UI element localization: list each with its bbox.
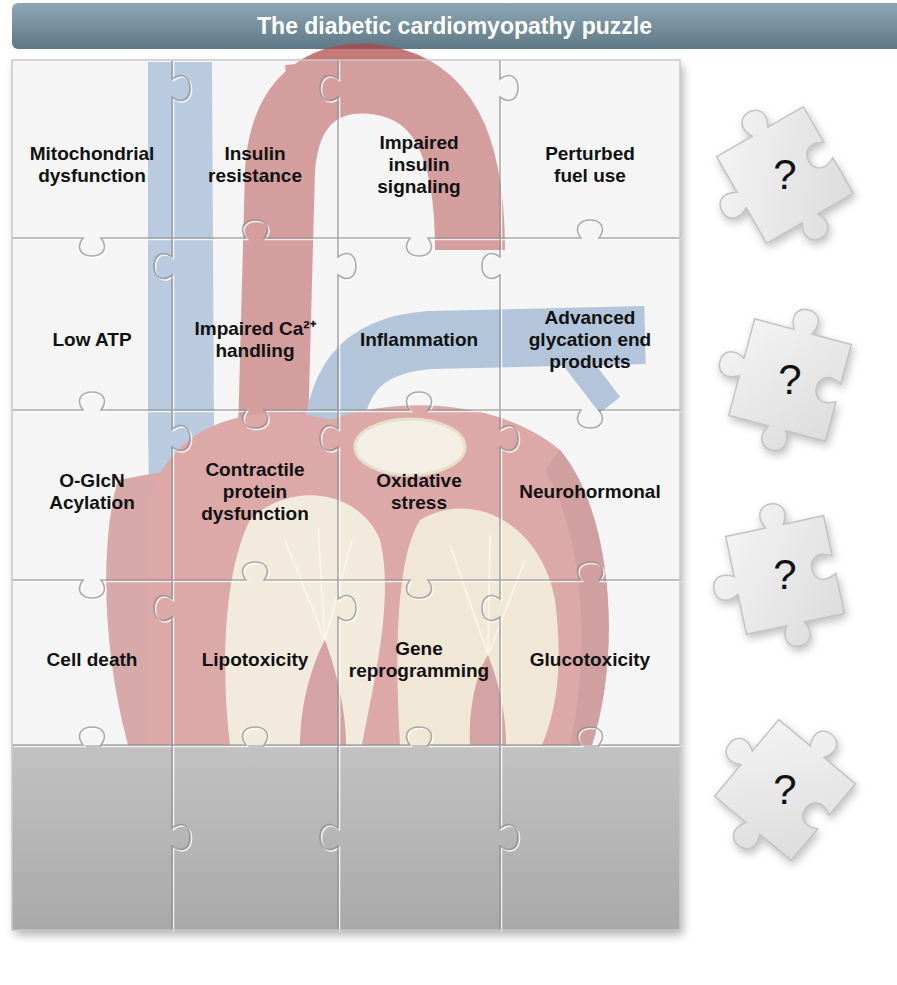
question-mark: ?	[700, 90, 870, 260]
piece-edge-highlight	[14, 62, 682, 932]
piece-label: Cell death	[27, 649, 157, 671]
empty-row	[12, 745, 680, 930]
piece-label: Low ATP	[37, 329, 147, 351]
piece-label: Neurohormonal	[510, 481, 670, 503]
piece-label: O-GlcN Acylation	[37, 470, 147, 514]
piece-label: Mitochondrial dysfunction	[17, 143, 167, 187]
puzzle-piece: Glucotoxicity	[515, 649, 665, 671]
piece-label: Perturbed fuel use	[533, 143, 648, 187]
piece-outline	[700, 705, 870, 875]
puzzle-piece: Perturbed fuel use	[533, 143, 648, 187]
title-box: The diabetic cardiomyopathy puzzle	[12, 3, 897, 49]
piece-label: Oxidative stress	[367, 470, 471, 514]
piece-edge	[12, 60, 680, 930]
question-mark: ?	[700, 490, 870, 660]
puzzle-piece: Impaired Ca²⁺ handling	[185, 318, 325, 362]
question-mark: ?	[700, 705, 870, 875]
piece-label: Impaired insulin signaling	[367, 132, 471, 198]
puzzle-piece: O-GlcN Acylation	[37, 470, 147, 514]
piece-label: Insulin resistance	[195, 143, 315, 187]
missing-piece: ?	[705, 295, 875, 465]
puzzle-piece: Oxidative stress	[367, 470, 471, 514]
puzzle-piece: Inflammation	[349, 329, 489, 351]
title-text: The diabetic cardiomyopathy puzzle	[257, 13, 652, 40]
piece-label: Impaired Ca²⁺ handling	[185, 318, 325, 362]
puzzle-piece: Mitochondrial dysfunction	[17, 143, 167, 187]
puzzle-board	[12, 60, 680, 930]
puzzle-piece: Low ATP	[37, 329, 147, 351]
puzzle-piece: Advanced glycation end products	[520, 307, 660, 373]
question-mark: ?	[705, 295, 875, 465]
piece-label: Gene reprogramming	[344, 638, 494, 682]
piece-label: Contractile protein dysfunction	[191, 459, 319, 525]
puzzle-piece: Lipotoxicity	[185, 649, 325, 671]
missing-piece: ?	[700, 90, 870, 260]
missing-piece: ?	[700, 705, 870, 875]
puzzle-piece: Contractile protein dysfunction	[191, 459, 319, 525]
puzzle-piece: Neurohormonal	[510, 481, 670, 503]
piece-label: Advanced glycation end products	[520, 307, 660, 373]
missing-piece: ?	[700, 490, 870, 660]
title-bar	[12, 3, 897, 49]
puzzle-overlay	[12, 60, 680, 745]
puzzle-piece: Cell death	[27, 649, 157, 671]
piece-label: Inflammation	[349, 329, 489, 351]
piece-label: Glucotoxicity	[515, 649, 665, 671]
puzzle-piece: Impaired insulin signaling	[367, 132, 471, 198]
board-border	[12, 60, 680, 930]
puzzle-piece: Gene reprogramming	[344, 638, 494, 682]
puzzle-piece: Insulin resistance	[195, 143, 315, 187]
piece-label: Lipotoxicity	[185, 649, 325, 671]
